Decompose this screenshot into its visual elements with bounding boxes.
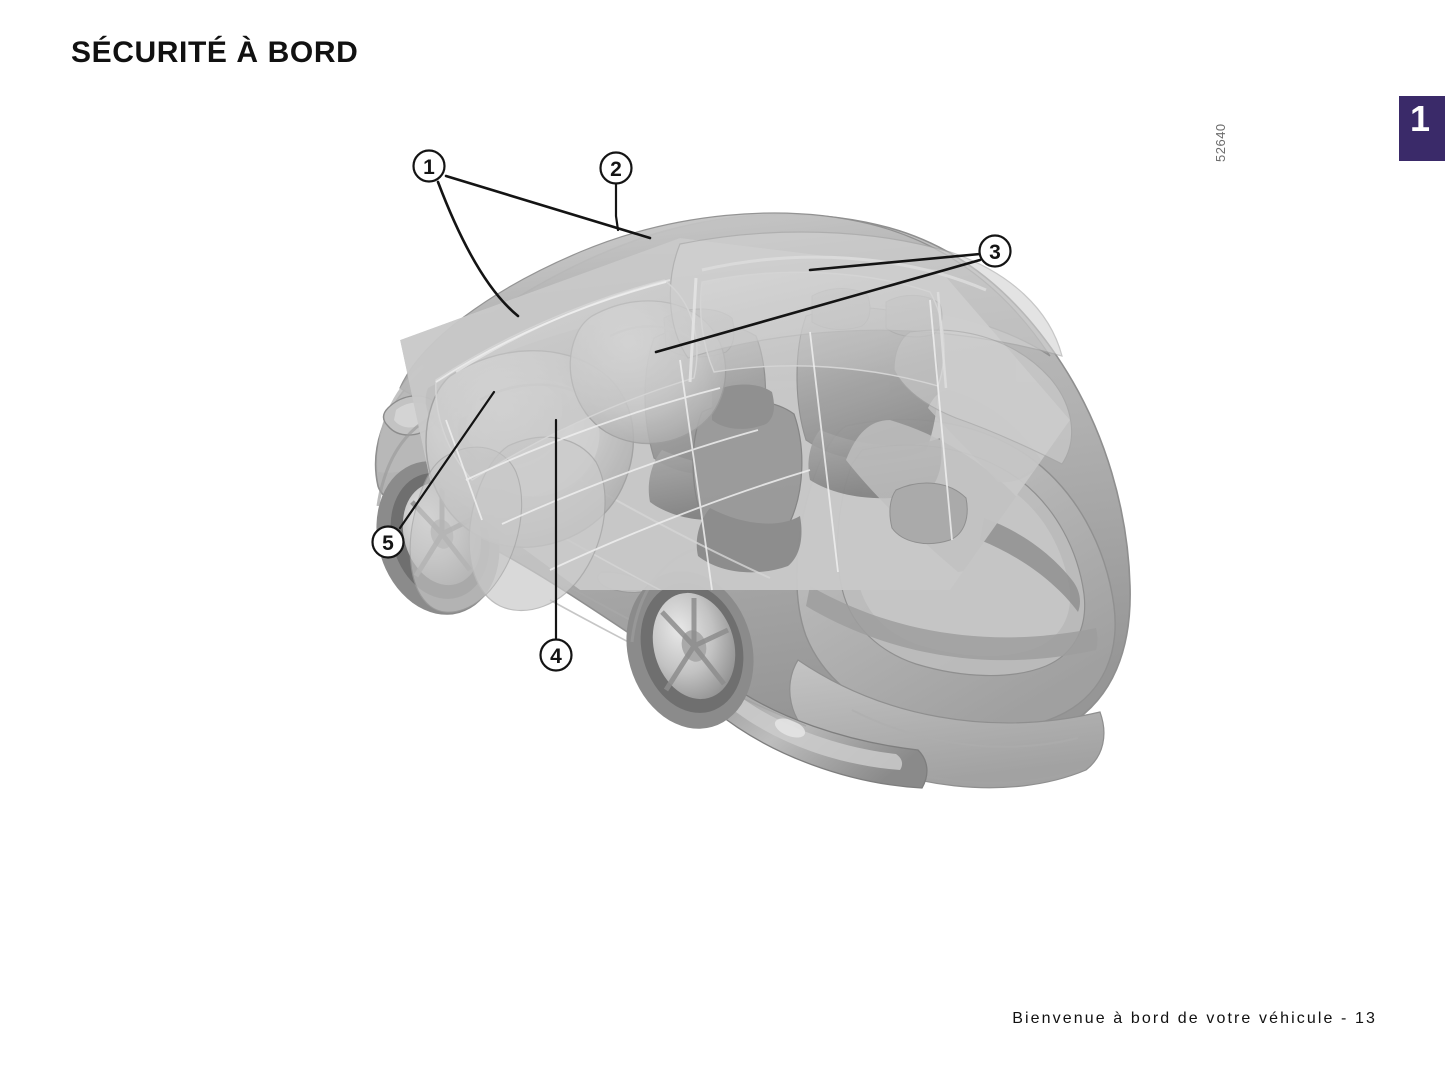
callout-markers: 1 2 3 4 5 <box>371 149 1012 672</box>
callout-marker-4: 4 <box>539 638 573 672</box>
vehicle-airbag-illustration: 1 2 3 4 5 <box>250 120 1180 790</box>
figure-reference-code: 52640 <box>1213 123 1228 162</box>
callout-marker-2: 2 <box>599 151 633 185</box>
rear-wheel <box>626 571 754 729</box>
callout-marker-1: 1 <box>412 149 446 183</box>
svg-text:4: 4 <box>550 645 562 668</box>
airbags <box>409 231 1073 613</box>
footer-text: Bienvenue à bord de votre véhicule - 13 <box>1012 1010 1377 1027</box>
svg-text:3: 3 <box>989 241 1001 264</box>
svg-text:1: 1 <box>423 156 435 179</box>
page-title: SÉCURITÉ À BORD <box>71 36 359 69</box>
callout-leader-lines <box>398 174 982 640</box>
callout-marker-3: 3 <box>978 234 1012 268</box>
svg-text:2: 2 <box>610 158 622 181</box>
chapter-tab-number: 1 <box>1410 98 1431 139</box>
chapter-tab: 1 <box>1399 96 1445 161</box>
svg-text:5: 5 <box>382 532 394 555</box>
callout-marker-5: 5 <box>371 525 405 559</box>
